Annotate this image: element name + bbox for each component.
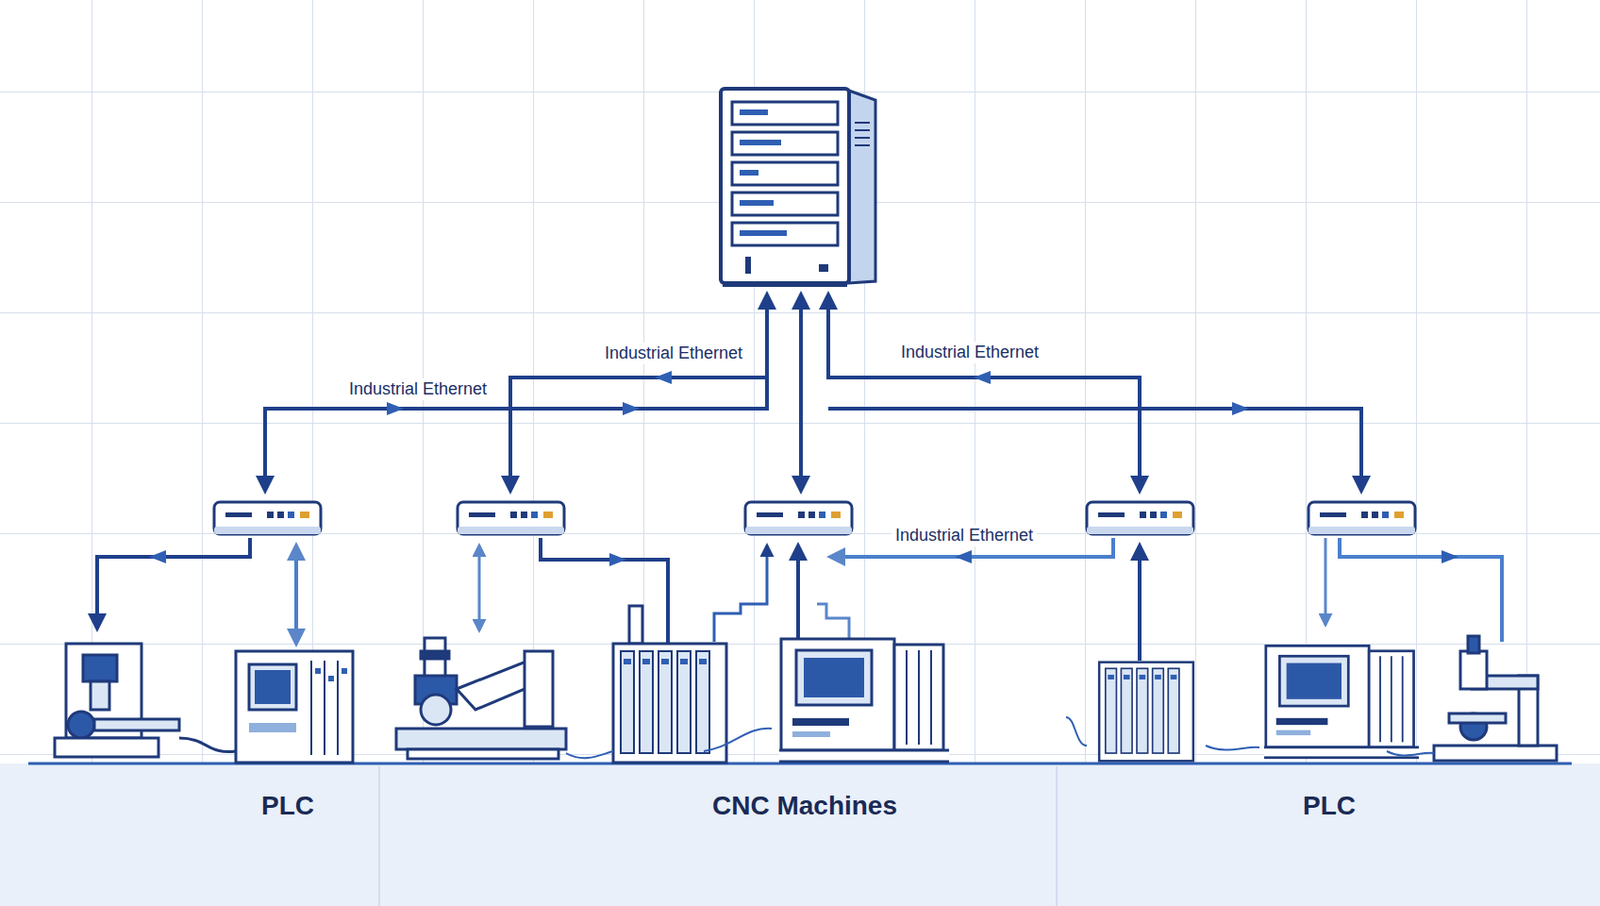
plc-cabinet (235, 650, 353, 763)
section-label: PLC (1302, 790, 1356, 821)
band-divider (1055, 766, 1058, 906)
band-divider (378, 766, 381, 906)
flow-arrows (386, 370, 1250, 416)
floor-section: PLC (0, 766, 576, 906)
cnc-computer (773, 638, 1421, 762)
device-links-light (479, 537, 1326, 642)
cnc-control-rack (613, 605, 1194, 763)
floor-band (0, 763, 1600, 906)
server-tower (720, 88, 876, 287)
floor-cables (566, 716, 1434, 758)
drill-machine (54, 643, 236, 757)
section-label: PLC (261, 790, 315, 821)
section-label: CNC Machines (712, 790, 898, 821)
inspection-machine (1433, 635, 1557, 761)
cnc-lathe (396, 637, 567, 759)
floor-section: PLC (1033, 766, 1600, 906)
link-label: Industrial Ethernet (345, 378, 491, 400)
flow-arrows (149, 550, 1459, 567)
floor-section: CNC Machines (575, 766, 1034, 906)
network-switch (214, 501, 1416, 534)
ethernet-lines (265, 294, 1362, 491)
link-label: Industrial Ethernet (600, 342, 747, 365)
link-label: Industrial Ethernet (897, 341, 1043, 364)
link-label: Industrial Ethernet (891, 524, 1037, 547)
